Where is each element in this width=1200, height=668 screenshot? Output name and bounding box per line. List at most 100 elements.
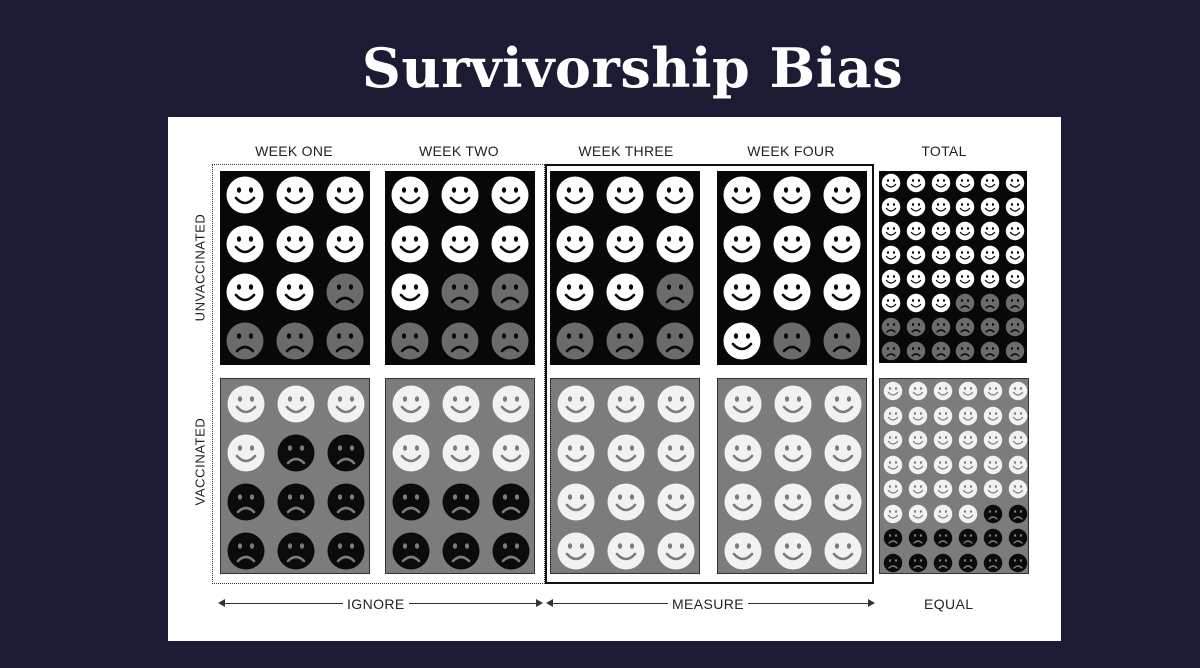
- sad-face-icon: [391, 531, 431, 576]
- sad-face-icon: [1005, 317, 1025, 342]
- sad-face-icon: [655, 321, 695, 366]
- happy-face-icon: [883, 430, 903, 455]
- happy-face-icon: [555, 272, 595, 317]
- vaccinated-week-3-panel: [550, 378, 700, 574]
- sad-face-icon: [391, 482, 431, 527]
- happy-face-icon: [1005, 269, 1025, 294]
- happy-face-icon: [605, 224, 645, 269]
- sad-face-icon: [325, 272, 365, 317]
- happy-face-icon: [881, 293, 901, 318]
- vaccinated-total-panel: [879, 378, 1029, 574]
- happy-face-icon: [823, 433, 863, 478]
- happy-face-icon: [490, 175, 530, 220]
- happy-face-icon: [722, 321, 762, 366]
- sad-face-icon: [441, 531, 481, 576]
- happy-face-icon: [773, 384, 813, 429]
- happy-face-icon: [906, 245, 926, 270]
- unvaccinated-week-3-panel: [550, 171, 700, 365]
- happy-face-icon: [980, 173, 1000, 198]
- happy-face-icon: [1008, 430, 1028, 455]
- sad-face-icon: [883, 528, 903, 553]
- happy-face-icon: [933, 381, 953, 406]
- happy-face-icon: [983, 479, 1003, 504]
- happy-face-icon: [490, 224, 530, 269]
- sad-face-icon: [883, 553, 903, 578]
- happy-face-icon: [275, 175, 315, 220]
- happy-face-icon: [391, 384, 431, 429]
- happy-face-icon: [390, 224, 430, 269]
- happy-face-icon: [883, 381, 903, 406]
- happy-face-icon: [931, 173, 951, 198]
- happy-face-icon: [980, 197, 1000, 222]
- happy-face-icon: [908, 430, 928, 455]
- vaccinated-week-2-panel: [385, 378, 535, 574]
- sad-face-icon: [275, 321, 315, 366]
- happy-face-icon: [931, 269, 951, 294]
- sad-face-icon: [276, 433, 316, 478]
- happy-face-icon: [773, 531, 813, 576]
- sad-face-icon: [980, 341, 1000, 366]
- sad-face-icon: [276, 482, 316, 527]
- equal-label: EQUAL: [920, 596, 978, 612]
- happy-face-icon: [822, 272, 862, 317]
- sad-face-icon: [931, 317, 951, 342]
- happy-face-icon: [605, 272, 645, 317]
- sad-face-icon: [933, 528, 953, 553]
- happy-face-icon: [226, 384, 266, 429]
- happy-face-icon: [983, 381, 1003, 406]
- sad-face-icon: [983, 528, 1003, 553]
- unvaccinated-week-4-panel: [717, 171, 867, 365]
- happy-face-icon: [491, 384, 531, 429]
- happy-face-icon: [326, 384, 366, 429]
- happy-face-icon: [883, 455, 903, 480]
- measure-arrow-right: [868, 599, 875, 607]
- happy-face-icon: [390, 272, 430, 317]
- col-header-total: TOTAL: [921, 143, 967, 159]
- happy-face-icon: [906, 221, 926, 246]
- col-header-week-two: WEEK TWO: [419, 143, 499, 159]
- happy-face-icon: [980, 221, 1000, 246]
- happy-face-icon: [722, 272, 762, 317]
- happy-face-icon: [555, 175, 595, 220]
- happy-face-icon: [823, 384, 863, 429]
- row-label-unvaccinated: UNVACCINATED: [192, 213, 208, 322]
- slide-title: Survivorship Bias: [361, 36, 904, 100]
- happy-face-icon: [908, 479, 928, 504]
- sad-face-icon: [1008, 553, 1028, 578]
- happy-face-icon: [656, 433, 696, 478]
- sad-face-icon: [955, 317, 975, 342]
- happy-face-icon: [906, 293, 926, 318]
- col-header-week-one: WEEK ONE: [255, 143, 333, 159]
- survivorship-figure: WEEK ONE WEEK TWO WEEK THREE WEEK FOUR T…: [168, 117, 1061, 641]
- happy-face-icon: [275, 272, 315, 317]
- happy-face-icon: [606, 531, 646, 576]
- happy-face-icon: [772, 224, 812, 269]
- happy-face-icon: [773, 482, 813, 527]
- unvaccinated-total-panel: [879, 171, 1027, 363]
- happy-face-icon: [933, 479, 953, 504]
- happy-face-icon: [881, 173, 901, 198]
- happy-face-icon: [1005, 197, 1025, 222]
- happy-face-icon: [1008, 455, 1028, 480]
- happy-face-icon: [933, 430, 953, 455]
- sad-face-icon: [983, 504, 1003, 529]
- sad-face-icon: [326, 531, 366, 576]
- happy-face-icon: [656, 384, 696, 429]
- vaccinated-week-4-panel: [717, 378, 867, 574]
- happy-face-icon: [958, 504, 978, 529]
- happy-face-icon: [933, 504, 953, 529]
- sad-face-icon: [822, 321, 862, 366]
- sad-face-icon: [933, 553, 953, 578]
- happy-face-icon: [772, 175, 812, 220]
- happy-face-icon: [955, 245, 975, 270]
- sad-face-icon: [906, 341, 926, 366]
- happy-face-icon: [823, 482, 863, 527]
- ignore-label: IGNORE: [343, 596, 409, 612]
- col-header-week-three: WEEK THREE: [578, 143, 674, 159]
- happy-face-icon: [556, 433, 596, 478]
- sad-face-icon: [1008, 504, 1028, 529]
- sad-face-icon: [440, 321, 480, 366]
- sad-face-icon: [491, 531, 531, 576]
- sad-face-icon: [955, 341, 975, 366]
- happy-face-icon: [556, 384, 596, 429]
